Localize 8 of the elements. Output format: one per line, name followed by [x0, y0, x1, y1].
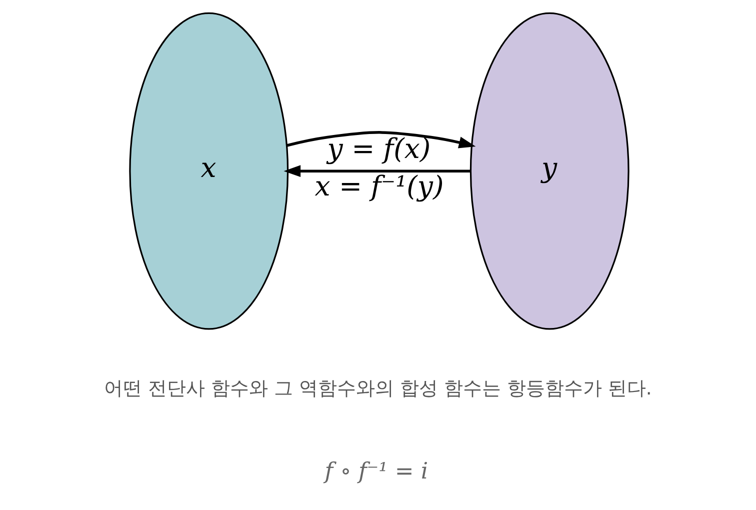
- edge-label: x = f⁻¹(y): [314, 170, 444, 203]
- label: 어떤 전단사 함수와 그 역함수와의 합성 함수는 항등함수가 된다.: [104, 378, 652, 400]
- edge-label: y = f(x): [327, 133, 431, 166]
- node-ellipse: y: [470, 12, 630, 330]
- arrow: [286, 131, 476, 148]
- node-ellipse: x: [129, 12, 289, 330]
- arrow: [284, 165, 470, 177]
- label: f ∘ f⁻¹ = i: [324, 458, 428, 484]
